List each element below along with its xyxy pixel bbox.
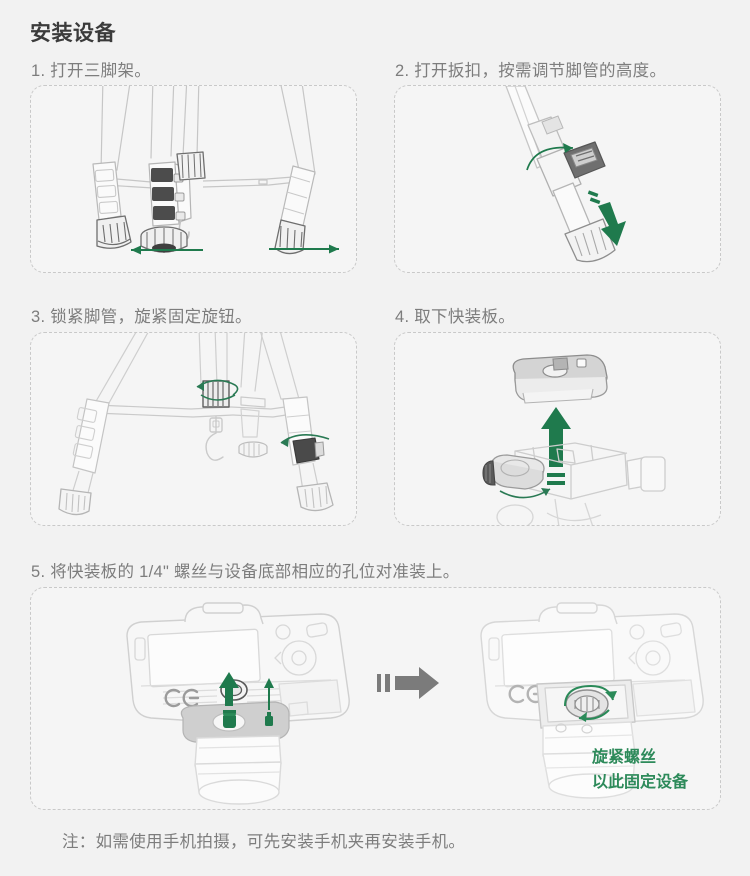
quick-release-plate-illustration: [482, 354, 666, 525]
step-5-label: 5. 将快装板的 1/4" 螺丝与设备底部相应的孔位对准装上。: [31, 563, 460, 581]
step-2-illustration-panel: [394, 85, 721, 273]
tighten-arrow-head-top-icon: [605, 691, 617, 700]
rotate-lock-arrow-head-icon: [281, 437, 289, 447]
page-title: 安装设备: [30, 22, 116, 45]
footer-note: 注：如需使用手机拍摄，可先安装手机夹再安装手机。: [62, 833, 466, 851]
step-3-illustration-panel: [30, 332, 357, 526]
leg-flip-lock-illustration: [505, 86, 626, 263]
align-arrow-thin-head-icon: [264, 678, 274, 688]
step-5-illustration-panel: [30, 587, 721, 810]
rotate-arrow-head-left-icon: [197, 381, 204, 391]
arrow-right-icon: [269, 244, 339, 254]
step-3-label: 3. 锁紧脚管，旋紧固定旋钮。: [31, 308, 252, 326]
step-1-label: 1. 打开三脚架。: [31, 62, 152, 80]
green-callout: 旋紧螺丝 以此固定设备: [592, 745, 688, 795]
arrow-up-icon: [541, 407, 571, 485]
rotate-ccw-arrow-icon: [200, 394, 236, 401]
screw-head: [565, 689, 609, 719]
arrow-left-icon: [131, 245, 203, 255]
transition-arrow-icon: [377, 667, 439, 699]
camera-before-mount: [126, 602, 350, 805]
arrow-down-icon: [587, 190, 626, 246]
align-arrow-thick-icon: [219, 672, 239, 720]
clamp-arrow-head-icon: [541, 488, 550, 496]
step-4-illustration-panel: [394, 332, 721, 526]
quick-release-plate: [512, 354, 608, 404]
rotate-cw-arrow-icon: [196, 379, 239, 396]
green-callout-line-1: 旋紧螺丝: [592, 749, 657, 766]
tighten-arrow-head-bottom-icon: [579, 712, 587, 722]
step-1-illustration-panel: [30, 85, 357, 273]
step-4-label: 4. 取下快装板。: [395, 308, 516, 326]
plate-screw-green: [223, 711, 236, 728]
green-callout-line-2: 以此固定设备: [592, 774, 689, 791]
camera-mount-illustration: [126, 602, 704, 805]
step-2-label: 2. 打开扳扣，按需调节脚管的高度。: [395, 62, 667, 80]
rotate-arrow-head-icon: [563, 143, 573, 153]
tripod-tighten-knobs-illustration: [58, 333, 334, 516]
camera-after-mount: [480, 602, 704, 799]
tripod-legs-illustration: [92, 86, 339, 255]
plate-pin-green: [265, 712, 273, 726]
